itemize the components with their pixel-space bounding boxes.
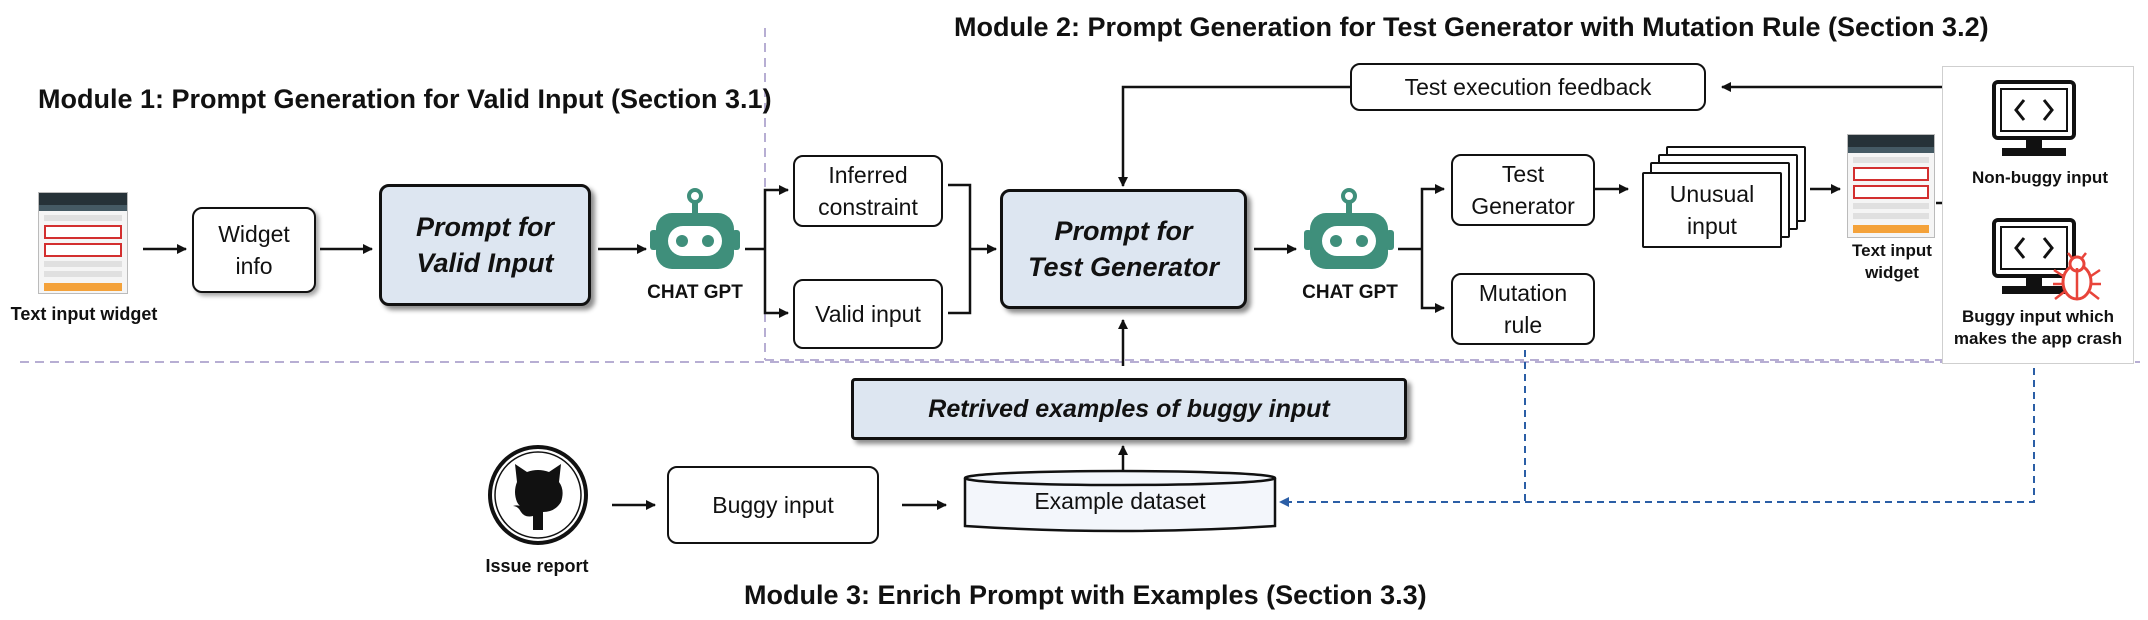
text-input-widget-2-line-1: Text input: [1852, 241, 1932, 260]
test-generator-line-1: Test: [1501, 161, 1545, 187]
prompt-valid-line-2: Valid Input: [416, 248, 554, 278]
buggy-input-label: Buggy input: [712, 492, 834, 518]
buggy-input-node: Buggy input: [667, 466, 879, 544]
buggy-crash-line-1: Buggy input which: [1961, 307, 2115, 326]
inferred-constraint-node: Inferred constraint: [793, 155, 943, 227]
unusual-input-line-1: Unusual: [1669, 181, 1755, 207]
text-input-widget-thumbnail: [38, 192, 128, 294]
issue-report-label: Issue report: [485, 556, 589, 576]
computer-icon: [1992, 80, 2076, 156]
text-input-widget-label: Text input widget: [10, 304, 158, 324]
prompt-test-generator-node: Prompt for Test Generator: [1000, 189, 1247, 309]
fork-gpt2-down: [1420, 249, 1445, 313]
retrieved-examples-node: Retrived examples of buggy input: [851, 378, 1407, 440]
mutation-rule-line-2: rule: [1503, 312, 1543, 338]
test-execution-feedback-label: Test execution feedback: [1404, 74, 1652, 100]
valid-input-node: Valid input: [793, 279, 943, 349]
test-generator-line-2: Generator: [1471, 193, 1575, 219]
buggy-crash-line-2: makes the app crash: [1953, 329, 2123, 348]
prompt-valid-line-1: Prompt for: [416, 212, 554, 242]
computer-icon: [1992, 218, 2076, 294]
widget-info-node: Widget info: [192, 207, 316, 293]
module2-title: Module 2: Prompt Generation for Test Gen…: [954, 12, 1989, 42]
mutation-rule-node: Mutation rule: [1451, 273, 1595, 345]
chatgpt-label-2: CHAT GPT: [1302, 282, 1398, 303]
github-octocat-icon: [488, 445, 588, 545]
widget-info-line-2: info: [235, 253, 273, 279]
retrieved-examples-label: Retrived examples of buggy input: [928, 395, 1330, 423]
prompt-valid-input-node: Prompt for Valid Input: [379, 184, 591, 306]
unusual-input-node: Unusual input: [1642, 172, 1782, 248]
text-input-widget-2-label: Text input widget: [1832, 240, 1952, 284]
arrow-feedback-to-prompt: [1118, 85, 1350, 187]
fork-gpt1-down: [763, 249, 789, 318]
mutation-rule-line-1: Mutation: [1478, 280, 1568, 306]
unusual-input-line-2: input: [1687, 213, 1737, 239]
prompt-test-line-2: Test Generator: [1027, 252, 1220, 282]
inferred-constraint-line-2: constraint: [818, 194, 918, 220]
chatgpt-robot-icon: [1304, 188, 1394, 269]
module1-title: Module 1: Prompt Generation for Valid In…: [38, 84, 772, 114]
bug-icon: [2053, 252, 2101, 301]
dashed-crash-to-dataset: [1279, 368, 2035, 507]
module3-title: Module 3: Enrich Prompt with Examples (S…: [744, 580, 1427, 610]
prompt-test-line-1: Prompt for: [1054, 216, 1193, 246]
text-input-widget-2-line-2: widget: [1865, 263, 1919, 282]
merge-constraint: [948, 183, 972, 249]
database-cylinder-icon: [963, 469, 1277, 533]
text-input-widget-thumbnail-2: [1847, 134, 1935, 238]
inferred-constraint-line-1: Inferred: [828, 162, 908, 188]
fork-gpt2-up: [1420, 184, 1445, 249]
chatgpt-label-1: CHAT GPT: [647, 282, 743, 303]
test-generator-node: Test Generator: [1451, 154, 1595, 226]
merge-valid: [948, 249, 972, 315]
valid-input-label: Valid input: [815, 301, 921, 327]
example-dataset-label: Example dataset: [1034, 488, 1206, 514]
buggy-crash-label: Buggy input which makes the app crash: [1944, 306, 2132, 350]
test-execution-feedback-node: Test execution feedback: [1350, 63, 1706, 111]
chatgpt-robot-icon: [650, 188, 740, 269]
non-buggy-input-label: Non-buggy input: [1972, 168, 2108, 187]
fork-gpt1-up: [763, 185, 789, 249]
widget-info-line-1: Widget: [218, 221, 290, 247]
